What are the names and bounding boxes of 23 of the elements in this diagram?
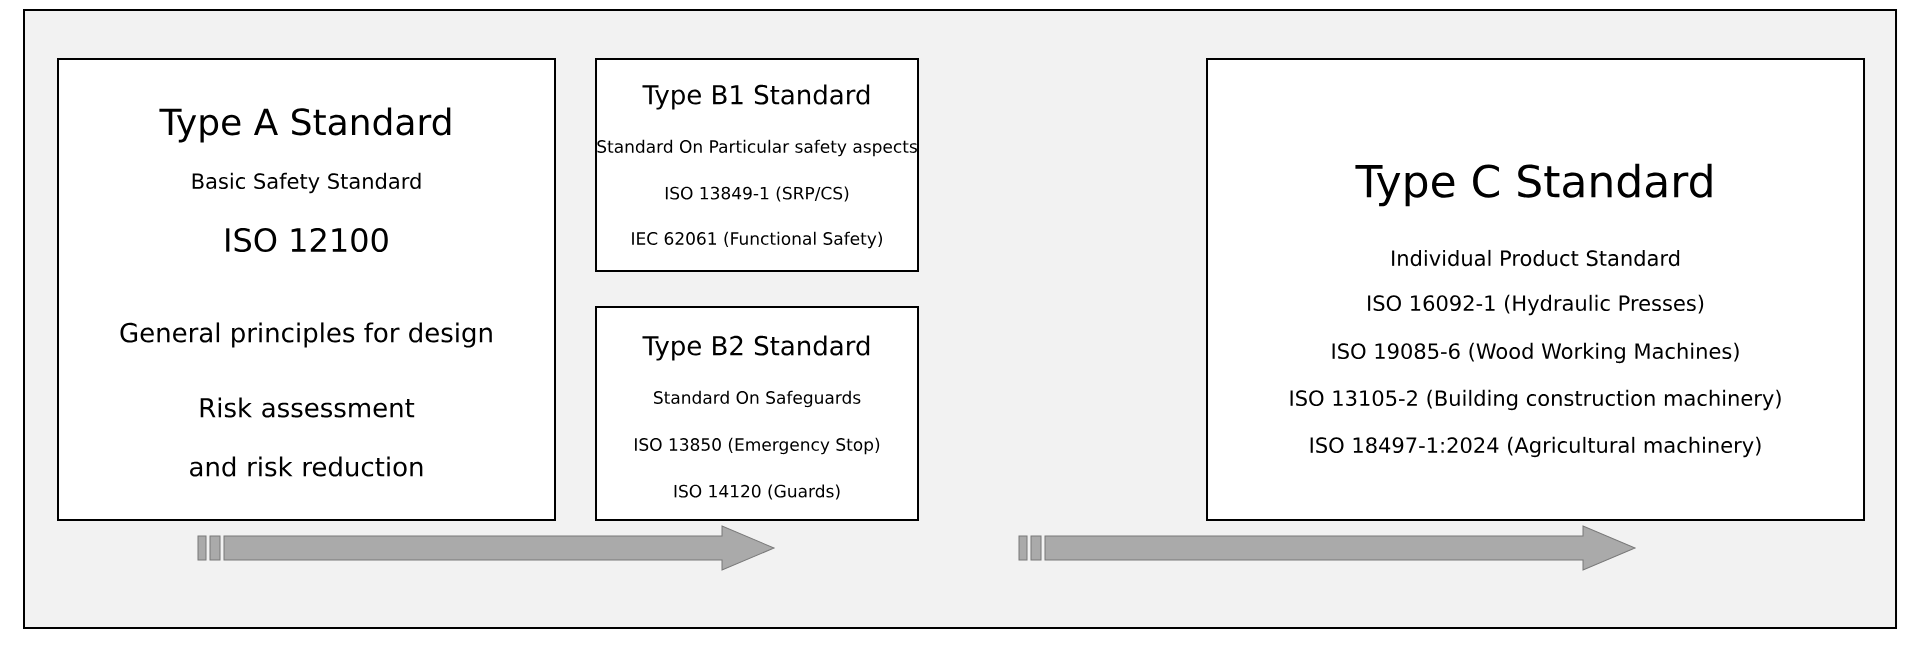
box-title: Type B2 Standard — [642, 335, 870, 361]
box-text: IEC 62061 (Functional Safety) — [632, 231, 883, 249]
box-text: ISO 14120 (Guards) — [674, 484, 840, 500]
box-title: Type B1 Standard — [642, 84, 870, 110]
box-text: Standard On Particular safety aspects — [597, 139, 917, 157]
box-text: Standard On Safeguards — [654, 390, 861, 408]
box-text: ISO 16092-1 (Hydraulic Presses) — [1368, 294, 1704, 316]
box-text: Individual Product Standard — [1392, 249, 1680, 267]
box-text: ISO 13105-2 (Building construction machinery) — [1290, 389, 1781, 411]
box-title: Type A Standard — [159, 107, 451, 143]
standard-box — [595, 306, 919, 521]
box-text: Basic Safety Standard — [192, 172, 421, 194]
box-text: ISO 13850 (Emergency Stop) — [635, 437, 880, 455]
standard-box — [595, 58, 919, 272]
box-text: ISO 12100 — [226, 227, 388, 253]
box-text: General principles for design — [120, 322, 492, 348]
box-text: ISO 13849-1 (SRP/CS) — [665, 186, 849, 202]
box-text: Risk assessment and risk reduction — [190, 397, 423, 477]
box-title: Type C Standard — [1355, 163, 1712, 207]
standard-box — [57, 58, 556, 521]
box-text: ISO 19085-6 (Wood Working Machines) — [1332, 342, 1739, 364]
standard-box — [1206, 58, 1865, 521]
box-text: ISO 18497-1:2024 (Agricultural machinery) — [1310, 436, 1761, 458]
